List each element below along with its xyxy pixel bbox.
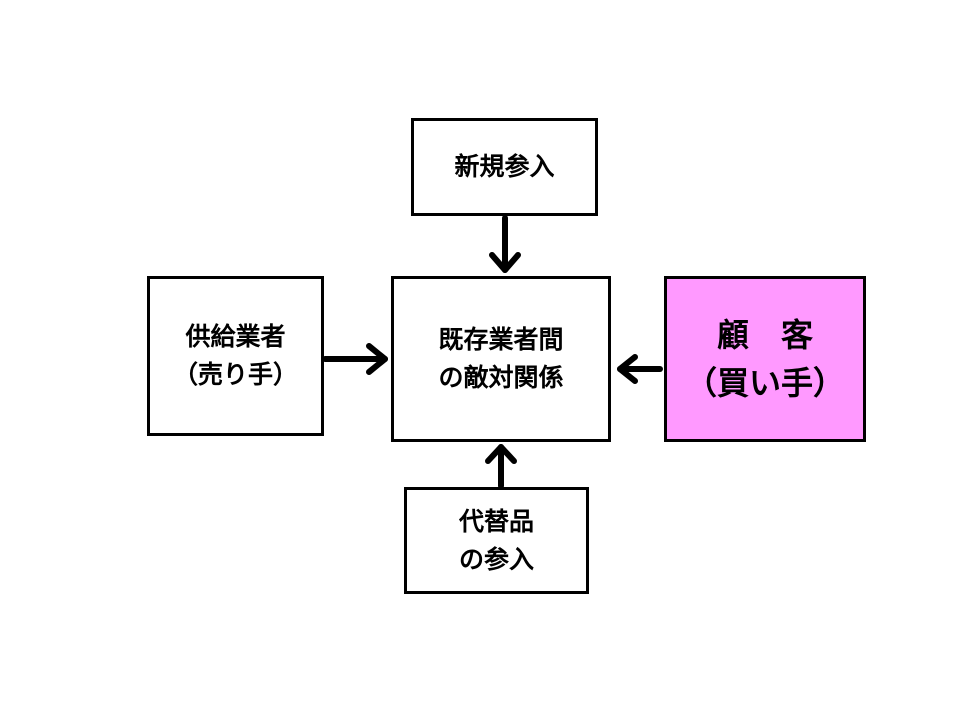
node-substitutes-label: 代替品 [458, 506, 534, 536]
node-suppliers: 供給業者 （売り手） [147, 276, 324, 436]
node-customers-sublabel: （買い手） [684, 364, 845, 402]
node-suppliers-label: 供給業者 [185, 322, 286, 351]
arrow-customers-to-rivalry [617, 354, 663, 384]
node-suppliers-sublabel: （売り手） [172, 360, 298, 389]
node-rivalry-label: 既存業者間 [438, 325, 564, 354]
node-rivalry-sublabel: の敵対関係 [438, 363, 564, 392]
node-new-entrants: 新規参入 [411, 118, 598, 216]
node-substitutes-sublabel: の参入 [458, 544, 534, 574]
node-rivalry: 既存業者間 の敵対関係 [391, 276, 611, 442]
arrow-new-entrants-to-rivalry [489, 215, 521, 273]
node-customers: 顧 客 （買い手） [664, 276, 866, 442]
arrow-substitutes-to-rivalry [485, 444, 517, 489]
node-new-entrants-label: 新規参入 [454, 152, 555, 181]
node-customers-label: 顧 客 [716, 316, 813, 354]
arrow-suppliers-to-rivalry [322, 343, 388, 375]
node-substitutes: 代替品 の参入 [404, 487, 589, 594]
